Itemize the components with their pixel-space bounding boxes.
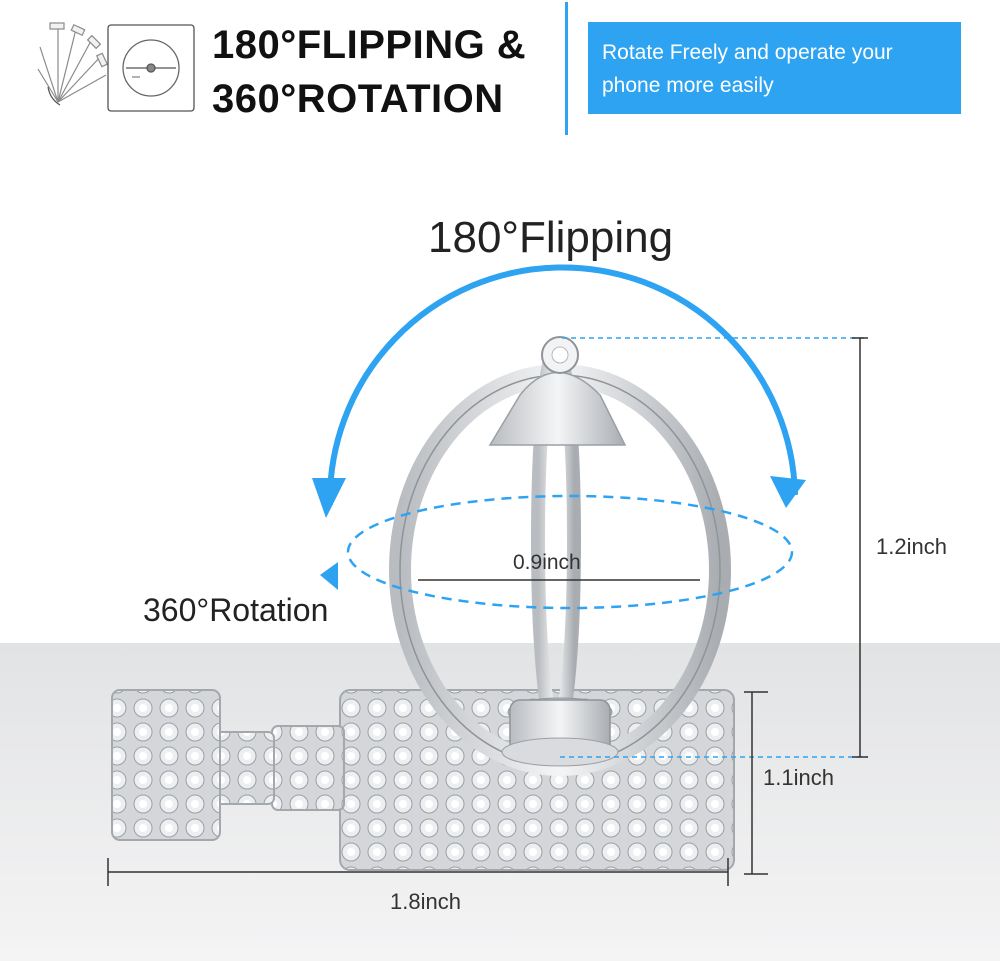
rotation-arrow-head — [320, 562, 338, 590]
flip-label: 180°Flipping — [428, 213, 674, 262]
total-height-label: 1.2inch — [876, 534, 947, 559]
flip-fan-icon — [37, 22, 109, 106]
rotation-square-icon — [107, 24, 195, 112]
page-title: 180°FLIPPING & 360°ROTATION — [212, 18, 562, 126]
ring-holder — [389, 336, 731, 776]
header-icons — [36, 17, 196, 117]
rotation-label: 360°Rotation — [143, 592, 329, 628]
flip-arrow — [326, 264, 798, 506]
ring-diameter-label: 0.9inch — [513, 551, 581, 574]
base-height-label: 1.1inch — [763, 765, 834, 790]
header-divider — [565, 2, 568, 135]
feature-banner: Rotate Freely and operate your phone mor… — [588, 22, 961, 114]
flip-arrow-head-left — [312, 478, 346, 518]
title-line-2: 360°ROTATION — [212, 77, 504, 121]
banner-text-line-1: Rotate Freely and operate your — [602, 41, 893, 64]
product-diagram — [0, 140, 1000, 961]
banner-text-line-2: phone more easily — [602, 74, 774, 97]
title-line-1: 180°FLIPPING & — [212, 23, 527, 67]
base-width-label: 1.8inch — [390, 889, 461, 914]
rotation-path — [346, 494, 794, 610]
flip-arrow-head-right — [770, 476, 806, 508]
